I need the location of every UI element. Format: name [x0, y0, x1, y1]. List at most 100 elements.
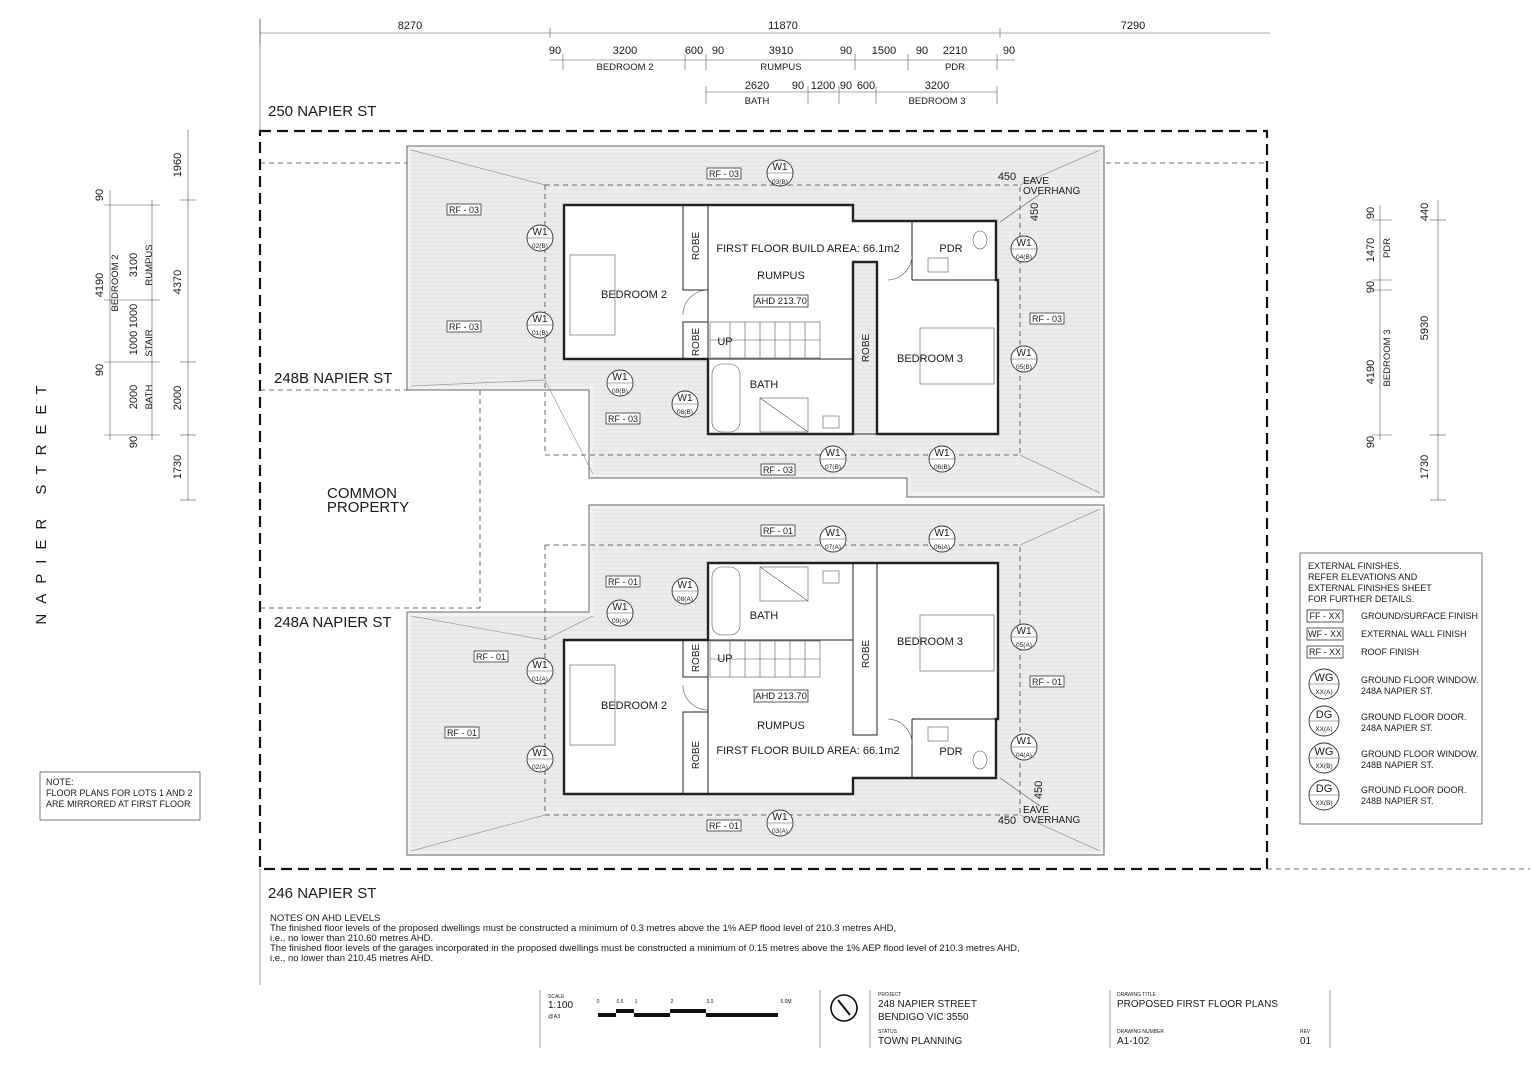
dim-r3-3: 1200 — [811, 80, 835, 92]
lot-b-w-code-4: W1 — [1017, 238, 1032, 249]
dim-left-label-bath: BATH — [144, 385, 155, 410]
lot-a-rf-4: RF - 01 — [1032, 677, 1062, 687]
lot-a-w-ref-6: 01(A) — [532, 676, 548, 683]
lot-a-bed2: BEDROOM 2 — [601, 700, 667, 712]
lot-a-w-ref-1: 07(A) — [825, 544, 841, 551]
lot-a-w-code-4: W1 — [613, 602, 628, 613]
lot-b-rf-1: RF - 03 — [709, 169, 739, 179]
scale-tick-3: 3.0 — [707, 999, 714, 1005]
dim-r3-6: 3200 — [925, 80, 949, 92]
lot-a-w-ref-4: 09(A) — [612, 618, 628, 625]
neighbour-south: 246 NAPIER ST — [268, 885, 376, 902]
lot-a-ahd: AHD 213.70 — [755, 691, 807, 702]
lot-b-up: UP — [717, 336, 732, 348]
top-dimensions: 8270 11870 7290 90 3200 600 90 3910 90 1… — [259, 20, 1270, 107]
dim-left-label-stair: STAIR — [144, 329, 155, 356]
dim-r2-4: 90 — [712, 45, 724, 57]
lot-b-w-code-9: W1 — [935, 448, 950, 459]
legend-sym-desc-3b: 248B NAPIER ST. — [1361, 760, 1434, 770]
lot-b-robe-3: ROBE — [861, 334, 872, 363]
dim-left-4370: 4370 — [172, 270, 184, 294]
legend-intro-3: EXTERNAL FINISHES SHEET — [1308, 583, 1432, 593]
legend-sym-desc-1b: 248A NAPIER ST. — [1361, 686, 1433, 696]
lot-b-w-ref-3: 01(B) — [532, 330, 548, 337]
lot-b-label: 248B NAPIER ST — [274, 370, 392, 387]
lot-a-w-ref-3: 08(A) — [677, 596, 693, 603]
lot-b-rf-3: RF - 03 — [449, 322, 479, 332]
lot-a-eave-dim-2: 450 — [1033, 781, 1045, 799]
legend-sym-sub-1: XX(A) — [1315, 689, 1332, 696]
ahd-note-3: The finished floor levels of the garages… — [270, 943, 1020, 954]
dim-r3-label-bed3: BEDROOM 3 — [908, 96, 965, 107]
lot-a-w-code-5: W1 — [1017, 626, 1032, 637]
drawing-title-label: DRAWING TITLE — [1117, 992, 1157, 998]
dim-r2-label-pdr: PDR — [945, 62, 965, 73]
dim-left-2000b: 2000 — [128, 385, 140, 409]
lot-a-w-ref-2: 06(A) — [934, 544, 950, 551]
lot-b-w-code-1: W1 — [773, 162, 788, 173]
dim-top-1: 8270 — [398, 20, 422, 32]
lot-b-rf-2: RF - 03 — [449, 205, 479, 215]
drawing-number: A1-102 — [1117, 1036, 1150, 1047]
lot-a-rf-1: RF - 01 — [763, 526, 793, 536]
legend-sym-desc-2a: GROUND FLOOR DOOR. — [1361, 712, 1467, 722]
scale-bar: 0 0.5 1 2 3.0 5.0M — [597, 999, 792, 1017]
lot-a-build-area: FIRST FLOOR BUILD AREA: 66.1m2 — [716, 745, 899, 757]
lot-a-w-ref-7: 02(A) — [532, 764, 548, 771]
lot-a-w-code-1: W1 — [826, 528, 841, 539]
lot-b-w-ref-5: 05(B) — [1016, 364, 1032, 371]
scale-value: 1:100 — [548, 1000, 573, 1011]
lot-b-build-area: FIRST FLOOR BUILD AREA: 66.1m2 — [716, 243, 899, 255]
scale-label: SCALE — [548, 994, 565, 1000]
dim-right-4190: 4190 — [1365, 360, 1377, 384]
dim-left-90a: 90 — [94, 189, 106, 201]
common-property-label-2: PROPERTY — [327, 499, 409, 516]
lot-b-ahd: AHD 213.70 — [755, 296, 807, 307]
title-block: SCALE 1:100 @A3 0 0.5 1 2 3.0 5.0M PROJE… — [539, 990, 1331, 1048]
lot-a-rf-6: RF - 01 — [709, 821, 739, 831]
legend-sym-desc-4b: 248B NAPIER ST. — [1361, 796, 1434, 806]
dim-r2-5: 3910 — [769, 45, 793, 57]
legend-tag-code-2: WF - XX — [1308, 629, 1342, 639]
dim-left-90c: 1000 — [128, 304, 140, 328]
ahd-note-1: The finished floor levels of the propose… — [270, 923, 896, 934]
legend-sym-sub-4: XX(B) — [1315, 800, 1332, 807]
note-line-2: FLOOR PLANS FOR LOTS 1 AND 2 — [46, 788, 193, 798]
lot-a-eave-dim-1: 450 — [998, 815, 1016, 827]
rev-value: 01 — [1300, 1036, 1312, 1047]
ahd-note-2: i.e., no lower than 210.60 metres AHD. — [270, 933, 433, 944]
dim-top-3: 7290 — [1121, 20, 1145, 32]
lot-b-w-ref-4: 04(B) — [1016, 254, 1032, 261]
ahd-note-4: i.e., no lower than 210.45 metres AHD. — [270, 953, 433, 964]
dim-left-label-rumpus: RUMPUS — [144, 244, 155, 285]
finishes-legend: EXTERNAL FINISHES. REFER ELEVATIONS AND … — [1299, 552, 1483, 825]
legend-tag-desc-3: ROOF FINISH — [1361, 647, 1419, 657]
street-label: NAPIER STREET — [33, 375, 50, 624]
dim-right-5930: 5930 — [1419, 316, 1431, 340]
legend-tag-desc-2: EXTERNAL WALL FINISH — [1361, 629, 1467, 639]
lot-a-robe-2: ROBE — [691, 741, 702, 770]
ahd-notes: NOTES ON AHD LEVELS The finished floor l… — [270, 913, 1020, 964]
lot-b-w-ref-7: 08(B) — [677, 409, 693, 416]
lot-a-eave-2: OVERHANG — [1023, 815, 1080, 826]
dim-r3-1: 2620 — [745, 80, 769, 92]
lot-a-rumpus: RUMPUS — [757, 720, 805, 732]
note-line-1: NOTE: — [46, 777, 74, 787]
dim-r2-2: 3200 — [613, 45, 637, 57]
project-line-2: BENDIGO VIC 3550 — [878, 1012, 969, 1023]
lot-a-w-ref-5: 05(A) — [1016, 642, 1032, 649]
lot-a-w-code-3: W1 — [678, 580, 693, 591]
lot-a-w-code-8: W1 — [1017, 736, 1032, 747]
lot-b-rf-5: RF - 03 — [608, 414, 638, 424]
dim-left-90d: 90 — [128, 436, 140, 448]
legend-sym-code-1: WG — [1315, 672, 1334, 684]
lot-a-bath: BATH — [750, 610, 779, 622]
lot-b-robe-1: ROBE — [691, 232, 702, 261]
project-label: PROJECT — [878, 992, 901, 998]
legend-sym-code-3: WG — [1315, 746, 1334, 758]
lot-a-rf-5: RF - 01 — [447, 728, 477, 738]
lot-a-rf-3: RF - 01 — [476, 652, 506, 662]
legend-tag-code-3: RF - XX — [1309, 647, 1341, 657]
dim-right-label-bed3: BEDROOM 3 — [1382, 329, 1393, 386]
